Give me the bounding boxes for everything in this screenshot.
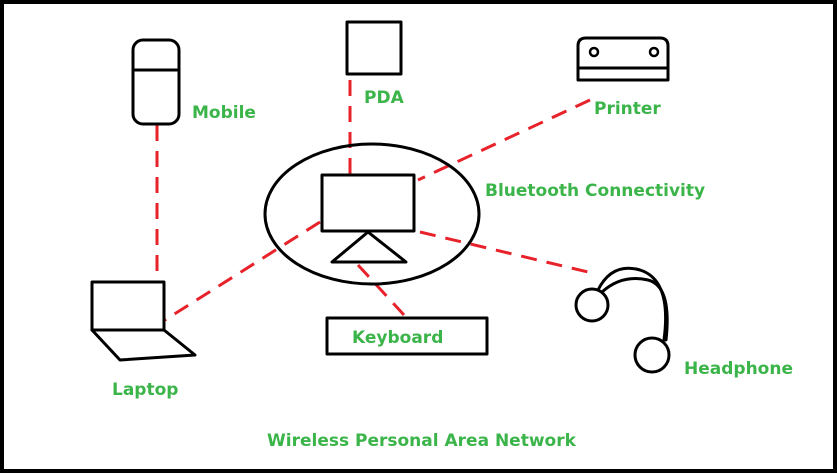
link-printer-monitor bbox=[417, 98, 591, 182]
laptop-icon bbox=[90, 280, 197, 362]
keyboard-icon bbox=[325, 316, 489, 356]
connection-links bbox=[155, 80, 591, 322]
link-monitor-headphone bbox=[419, 230, 589, 274]
diagram-caption: Wireless Personal Area Network bbox=[267, 431, 577, 451]
label-printer: Printer bbox=[594, 99, 661, 119]
bluetooth-hub-ellipse bbox=[263, 142, 481, 286]
label-bluetooth: Bluetooth Connectivity bbox=[485, 181, 705, 201]
label-pda: PDA bbox=[364, 88, 405, 108]
label-keyboard: Keyboard bbox=[352, 328, 443, 348]
label-mobile: Mobile bbox=[192, 103, 256, 123]
pda-icon bbox=[345, 20, 403, 76]
link-monitor-laptop bbox=[164, 220, 321, 322]
label-headphone: Headphone bbox=[684, 359, 793, 379]
label-laptop: Laptop bbox=[112, 380, 178, 400]
mobile-icon bbox=[131, 38, 181, 126]
monitor-icon bbox=[320, 173, 416, 264]
headphone-icon bbox=[574, 266, 671, 374]
link-monitor-keyboard bbox=[356, 263, 406, 317]
printer-icon bbox=[576, 36, 670, 82]
